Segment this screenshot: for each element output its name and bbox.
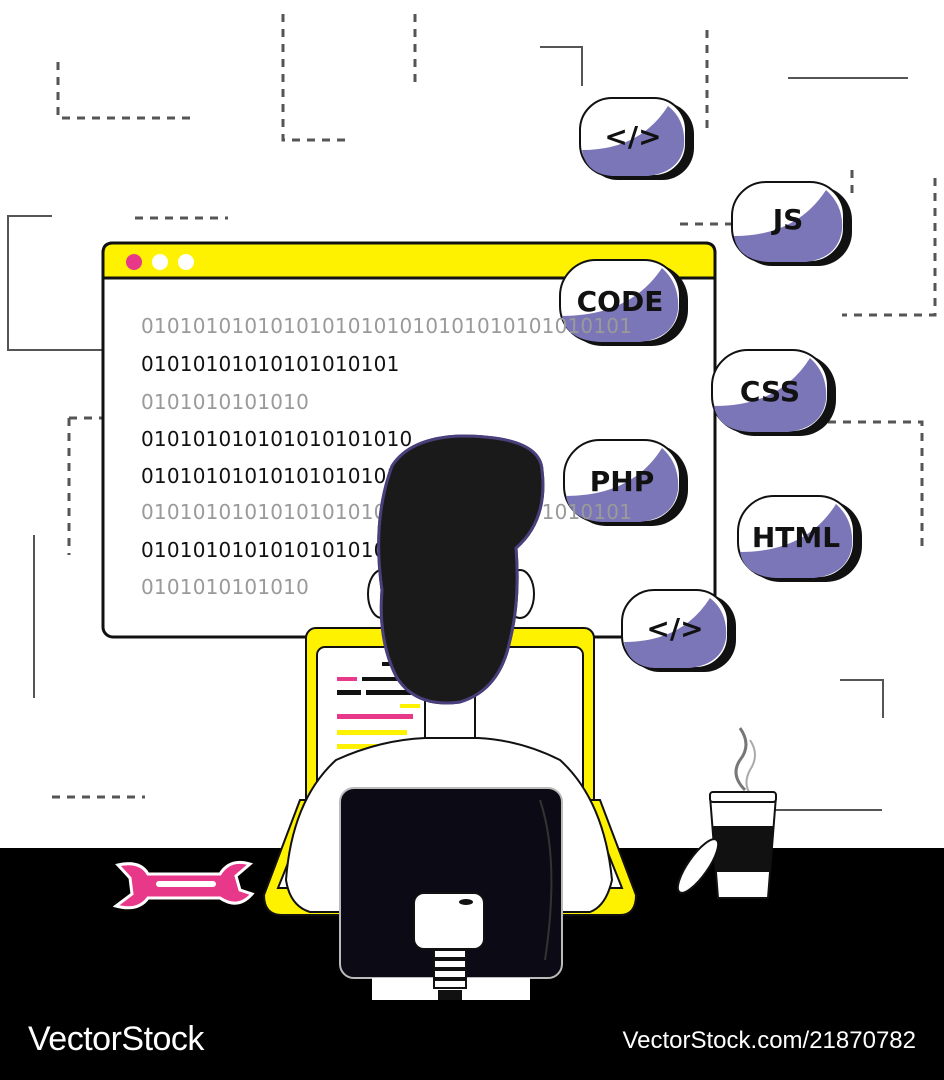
brand-logo: VectorStock: [28, 1020, 204, 1058]
html-bubble-label: HTML: [751, 521, 841, 554]
code-bubble-label: CODE: [576, 285, 664, 318]
window-max-dot: [178, 254, 194, 270]
code-bubble-shape: [559, 259, 688, 346]
bubble-shapes: [559, 97, 862, 672]
stock-id: VectorStock.com/21870782: [622, 1027, 916, 1054]
css-bubble-label: CSS: [739, 375, 801, 408]
code-tag-bubble-bottom-shape: [621, 589, 736, 672]
wrench-icon: [112, 860, 255, 910]
code-line: 0101010101010: [141, 575, 310, 599]
code-tag-bubble-top-shape: [579, 97, 694, 180]
watermark-bar: [0, 1000, 944, 1080]
coffee-cup-icon: [676, 727, 778, 899]
php-bubble-label: PHP: [589, 465, 655, 498]
window-close-dot: [126, 254, 142, 270]
window-min-dot: [152, 254, 168, 270]
css-bubble-shape: [711, 349, 836, 436]
code-line: 01010101010101010101: [141, 464, 400, 488]
code-line: 01010101010101010101010101010101010101: [141, 314, 633, 338]
php-bubble-shape: [563, 439, 688, 526]
code-line: 01010101010101010101: [141, 538, 400, 562]
code-line: 01010101010101010101: [141, 352, 400, 376]
code-line: 01010101010101010101010101010101010101: [141, 500, 633, 524]
code-line: 0101010101010: [141, 390, 310, 414]
chair: [339, 787, 563, 1000]
html-bubble-shape: [737, 495, 862, 582]
js-bubble-label: JS: [772, 203, 804, 236]
code-line: 010101010101010101010: [141, 427, 413, 451]
js-bubble-shape: [731, 181, 852, 266]
code-tag-bubble-top-label: </>: [604, 120, 662, 153]
code-tag-bubble-bottom-label: </>: [646, 612, 704, 645]
decorative-lines: [7, 14, 937, 811]
